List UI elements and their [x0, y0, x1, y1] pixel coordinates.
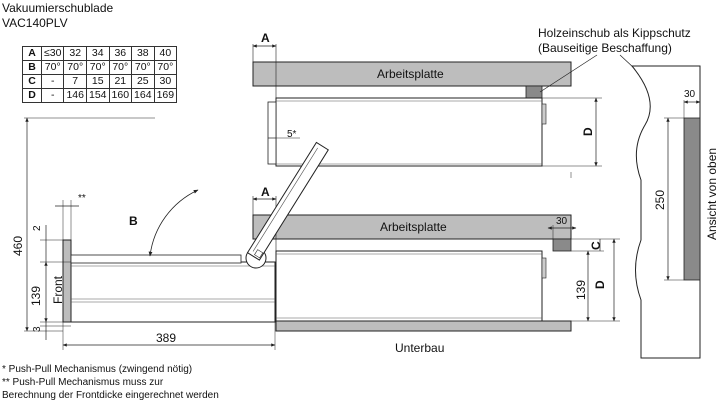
dim-3: 3 — [32, 326, 43, 332]
top-down-view — [630, 65, 701, 359]
table-cell: 70° — [63, 60, 87, 75]
wood-insert-topview — [683, 117, 701, 281]
dim-2: 2 — [32, 225, 43, 231]
table-row: A ≤30 32 34 36 38 40 — [22, 46, 178, 61]
top-installed-view — [252, 44, 602, 178]
dim-460: 460 — [11, 235, 25, 256]
table-cell: 70° — [85, 60, 110, 75]
footnote-1: * Push-Pull Mechanismus (zwingend nötig) — [2, 364, 193, 375]
dim-d-top: D — [581, 127, 595, 136]
table-key: A — [22, 46, 42, 61]
table-cell: 70° — [108, 60, 133, 75]
table-cell: 164 — [131, 88, 155, 103]
wood-insert-bottom — [552, 238, 572, 252]
table-cell: 146 — [63, 88, 87, 103]
dim-139-right: 139 — [574, 279, 588, 300]
table-row: B 70° 70° 70° 70° 70° 70° — [22, 60, 178, 75]
table-cell: - — [40, 88, 65, 103]
table-row: D - 146 154 160 164 169 — [22, 88, 178, 103]
dim-b: B — [129, 214, 138, 228]
dimension-table: A ≤30 32 34 36 38 40 B 70° 70° 70° 70° 7… — [22, 46, 178, 103]
table-cell: 25 — [131, 74, 155, 89]
dim-5star: 5* — [287, 129, 297, 140]
table-cell: 32 — [63, 46, 87, 61]
worktop-top — [252, 61, 572, 87]
dim-30-bottom: 30 — [556, 216, 568, 227]
dim-a-top: A — [261, 31, 270, 45]
table-cell: 169 — [153, 88, 178, 103]
view-from-above-label: Ansicht von oben — [705, 147, 719, 240]
holz-label-line2: (Bauseitige Beschaffung) — [538, 41, 672, 55]
dim-389: 389 — [156, 331, 177, 345]
table-cell: - — [40, 74, 65, 89]
product-type: Vakuumierschublade — [2, 1, 114, 15]
table-cell: 34 — [85, 46, 110, 61]
dim-a-bottom: A — [261, 185, 270, 199]
dim-c: C — [589, 241, 603, 250]
table-key: D — [22, 88, 42, 103]
footnote-3: Berechnung der Frontdicke eingerechnet w… — [2, 390, 219, 401]
drawer-body-bottom — [275, 250, 543, 322]
dim-30-right: 30 — [684, 89, 696, 100]
worktop-label-top: Arbeitsplatte — [377, 67, 444, 81]
table-cell: 70° — [131, 60, 155, 75]
dim-2star: ** — [78, 193, 86, 204]
front-label: Front — [51, 275, 65, 304]
worktop-bottom — [252, 214, 572, 240]
table-row: C - 7 15 21 25 30 — [22, 74, 178, 89]
table-cell: 15 — [85, 74, 110, 89]
table-cell: 70° — [40, 60, 65, 75]
table-cell: 30 — [153, 74, 178, 89]
table-cell: 160 — [108, 88, 133, 103]
holz-label-line1: Holzeinschub als Kippschutz — [538, 26, 691, 40]
dim-d-bottom: D — [593, 280, 607, 289]
table-key: C — [22, 74, 42, 89]
table-cell: 36 — [108, 46, 133, 61]
table-cell: 38 — [131, 46, 155, 61]
table-key: B — [22, 60, 42, 75]
table-cell: 154 — [85, 88, 110, 103]
table-cell: 40 — [153, 46, 178, 61]
bottom-installed-view — [252, 196, 620, 332]
wood-insert-top — [525, 85, 543, 99]
table-cell: 7 — [63, 74, 87, 89]
dim-250: 250 — [653, 189, 667, 210]
dim-139-left: 139 — [29, 285, 43, 306]
table-cell: 21 — [108, 74, 133, 89]
table-cell: 70° — [153, 60, 178, 75]
model-number: VAC140PLV — [2, 16, 68, 30]
opened-drawer-view — [24, 117, 329, 350]
worktop-label-bottom: Arbeitsplatte — [380, 220, 447, 234]
unterbau-panel — [275, 320, 572, 332]
footnote-2: ** Push-Pull Mechanismus muss zur — [2, 377, 164, 388]
unterbau-label: Unterbau — [395, 341, 445, 355]
table-cell: ≤30 — [40, 46, 65, 61]
